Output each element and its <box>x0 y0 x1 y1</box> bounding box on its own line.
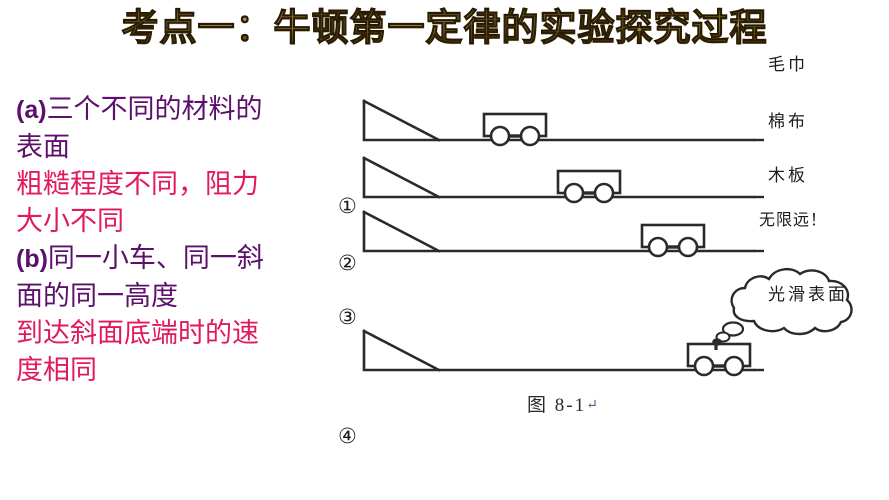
surface-line-3 <box>362 210 756 253</box>
ramp-row-4 <box>362 329 756 372</box>
ramp-row-2 <box>362 156 756 199</box>
cart-1-wheel-left <box>489 125 511 147</box>
note-line-6-text: 面的同一高度 <box>16 281 178 311</box>
notes-column: (a)三个不同的材料的 表面 粗糙程度不同，阻力 大小不同 (b)同一小车、同一… <box>16 91 346 389</box>
note-line-5-text: 同一小车、同一斜 <box>47 243 264 273</box>
surface-label-cotton: 棉布 <box>768 112 808 131</box>
note-line-3-text: 粗糙程度不同，阻力 <box>16 169 259 199</box>
note-line-1: (a)三个不同的材料的 <box>16 91 346 129</box>
ramp-row-3 <box>362 210 756 253</box>
note-line-8-text: 度相同 <box>16 355 97 385</box>
slide-title-container: 考点一：牛顿第一定律的实验探究过程 <box>0 7 889 51</box>
cart-3 <box>640 223 706 258</box>
note-line-8: 度相同 <box>16 352 346 389</box>
cart-2 <box>556 169 622 204</box>
note-line-4-text: 大小不同 <box>16 206 124 236</box>
note-line-7-text: 到达斜面底端时的速 <box>16 318 259 348</box>
thought-bubble <box>712 267 853 350</box>
note-line-6: 面的同一高度 <box>16 278 346 315</box>
paragraph-mark-icon: ↵ <box>586 398 600 413</box>
incline-slope-1 <box>362 99 441 142</box>
surface-label-smooth: 光滑表面 <box>768 285 848 304</box>
row-number-1: ① <box>338 194 357 218</box>
incline-slope-3 <box>362 210 441 253</box>
surface-label-wood: 木板 <box>768 166 808 185</box>
ramp-row-1 <box>362 99 756 142</box>
cart-2-wheel-left <box>563 182 585 204</box>
note-line-3: 粗糙程度不同，阻力 <box>16 166 346 203</box>
cart-1 <box>482 112 548 147</box>
row-number-4: ④ <box>338 424 357 448</box>
surface-label-towel: 毛巾 <box>768 55 808 74</box>
cloud-shape <box>730 267 853 336</box>
note-line-7: 到达斜面底端时的速 <box>16 315 346 352</box>
note-line-4: 大小不同 <box>16 203 346 240</box>
figure-caption-text: 图 8-1 <box>527 395 587 416</box>
figure-caption: 图 8-1↵ <box>527 390 600 417</box>
cart-2-wheel-right <box>593 182 615 204</box>
row-number-2: ② <box>338 251 357 275</box>
note-line-2-text: 表面 <box>16 132 70 162</box>
figure-svg <box>362 99 853 377</box>
surface-line-4 <box>362 329 756 372</box>
note-line-2: 表面 <box>16 129 346 166</box>
page-title: 考点一：牛顿第一定律的实验探究过程 <box>121 7 768 49</box>
row-number-3: ③ <box>338 305 357 329</box>
label-leader-ticks <box>754 138 764 372</box>
note-line-5: (b)同一小车、同一斜 <box>16 240 346 278</box>
experiment-figure: ① ② ③ ④ 毛巾 棉布 木板 光滑表面 无限远！ <box>336 55 889 447</box>
incline-slope-2 <box>362 156 441 199</box>
surface-line-1 <box>362 99 756 142</box>
cart-4-wheel-left <box>693 355 715 377</box>
incline-slope-4 <box>362 329 441 372</box>
cloud-tail-big <box>721 321 745 337</box>
cart-4 <box>686 342 752 377</box>
cart-4-wheel-right <box>723 355 745 377</box>
note-line-1-text: 三个不同的材料的 <box>46 94 263 124</box>
cart-3-wheel-right <box>677 236 699 258</box>
thought-bubble-text: 无限远！ <box>759 212 828 229</box>
surface-line-2 <box>362 156 756 199</box>
note-lead-a: (a) <box>16 96 47 124</box>
cart-3-wheel-left <box>647 236 669 258</box>
cart-1-wheel-right <box>519 125 541 147</box>
note-lead-b: (b) <box>16 245 48 273</box>
